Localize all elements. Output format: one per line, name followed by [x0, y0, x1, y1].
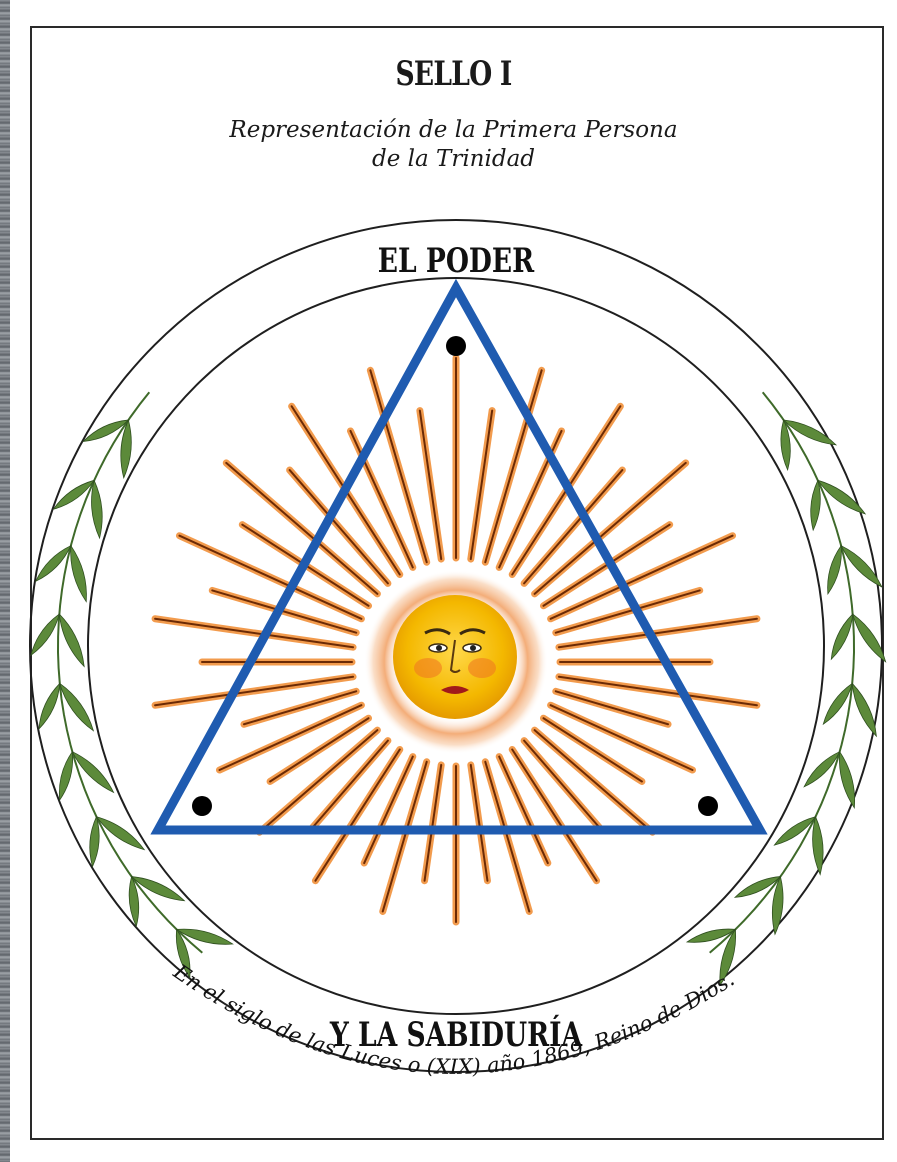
vertex-dot-top [446, 336, 466, 356]
laurel-leaf [55, 612, 89, 669]
laurel-leaf [772, 813, 818, 849]
vertex-dot-right [698, 796, 718, 816]
laurel-leaf [827, 612, 857, 661]
laurel-leaf [815, 476, 868, 518]
laurel-leaf [35, 682, 64, 731]
sun-ray-core [485, 762, 529, 912]
laurel-leaf [770, 876, 785, 935]
laurel-leaf [838, 542, 886, 590]
sun-ray-core [420, 411, 441, 559]
laurel-leaf [119, 420, 134, 479]
laurel-leaf [848, 681, 881, 738]
top-label: EL PODER [378, 241, 535, 281]
laurel-leaf [811, 816, 826, 875]
sun-ray-core [383, 762, 427, 912]
seal-page: SELLO I Representación de la Primera Per… [10, 0, 897, 1162]
sun-ray-core [471, 411, 492, 559]
seal-emblem: EL PODER Y LA SABIDURÍA En el siglo de l… [10, 0, 897, 1162]
vertex-dot-left [192, 796, 212, 816]
sun-ray-core [425, 765, 442, 881]
sun-ray-core [556, 691, 668, 724]
sun-face-icon [393, 595, 517, 719]
laurel-leaf [779, 420, 792, 471]
sun-ray-core [244, 691, 356, 724]
sun-ray-core [471, 765, 488, 881]
